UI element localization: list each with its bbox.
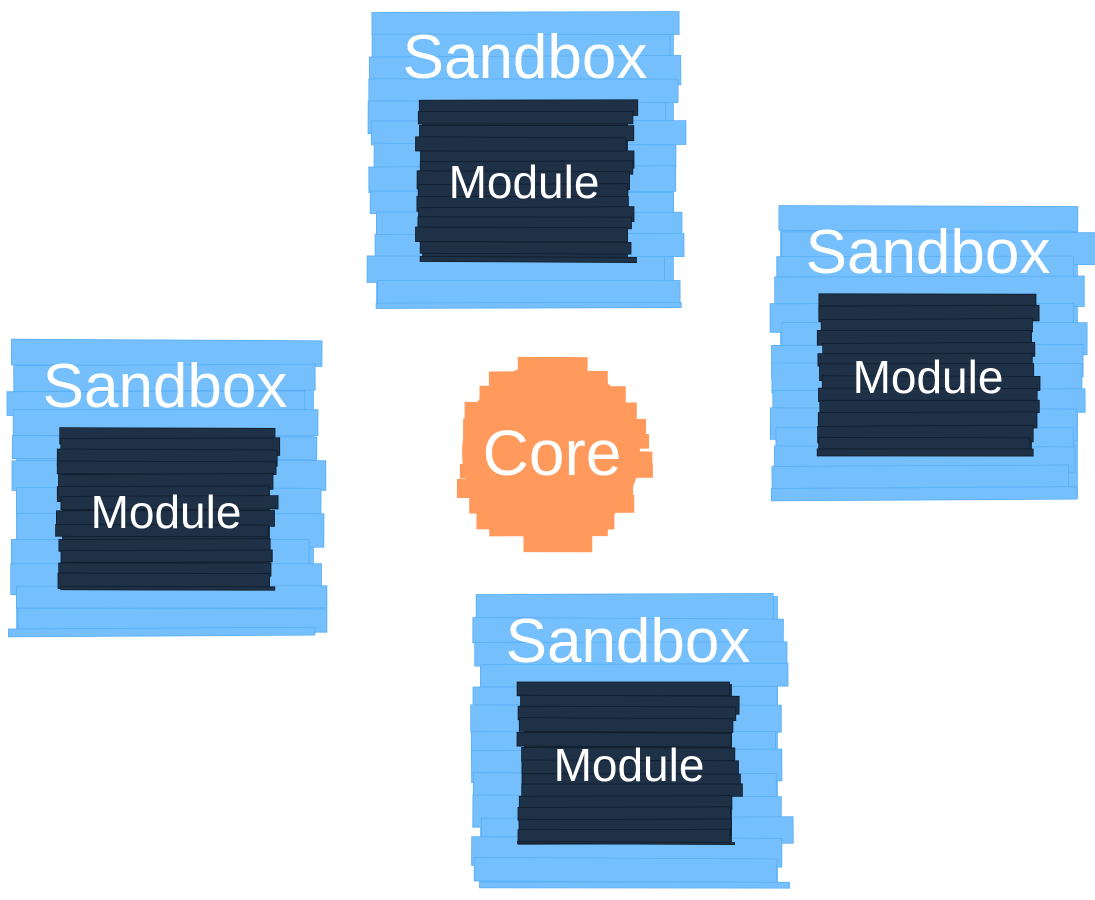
- sandbox-top-label: Sandbox: [403, 23, 648, 92]
- sandbox-left-module: [55, 427, 281, 591]
- sandbox-right-module: [816, 293, 1041, 457]
- sandbox-right-label: Sandbox: [806, 218, 1051, 287]
- sandbox-right-module-label: Module: [853, 351, 1004, 403]
- sandbox-left: Sandbox Module: [6, 338, 328, 638]
- sandbox-right: Sandbox Module: [769, 205, 1095, 502]
- sandbox-top-module-label: Module: [449, 156, 600, 208]
- sandbox-bottom-module: [516, 681, 743, 846]
- core-label: Core: [483, 417, 622, 489]
- core: Core: [456, 356, 653, 553]
- sandbox-left-label: Sandbox: [43, 352, 288, 421]
- sandbox-top: Sandbox Module: [366, 11, 687, 309]
- sandbox-bottom-module-label: Module: [554, 739, 705, 791]
- sandbox-bottom-label: Sandbox: [506, 607, 751, 676]
- sandbox-top-module: [415, 99, 639, 263]
- core-circle: [456, 356, 653, 553]
- sandbox-bottom: Sandbox Module: [470, 593, 794, 889]
- sandbox-left-module-label: Module: [91, 486, 242, 538]
